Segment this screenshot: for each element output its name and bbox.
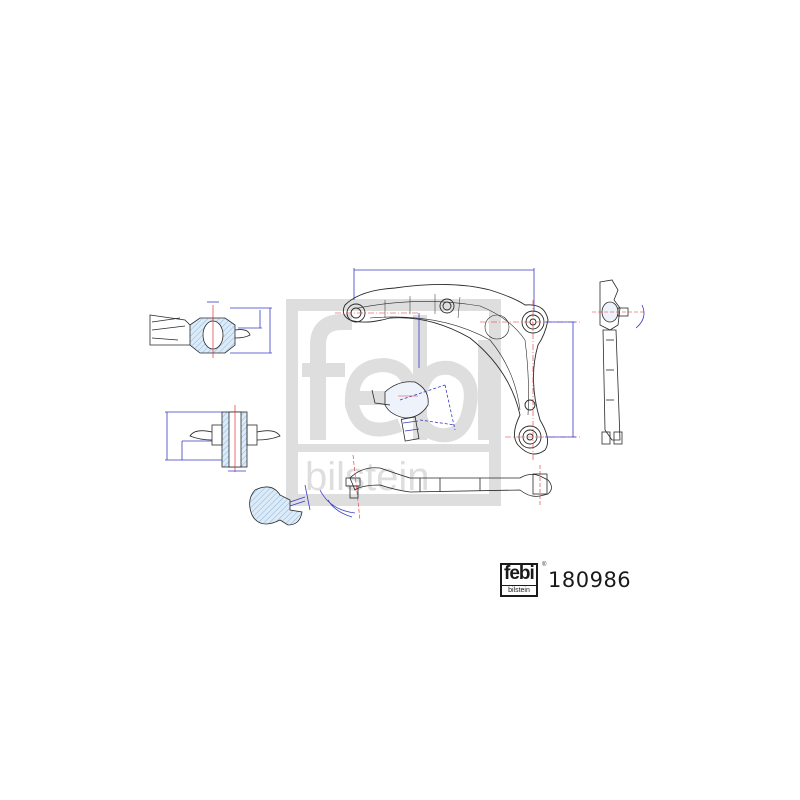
febi-bilstein-logo: febi bilstein ® [500, 562, 546, 597]
bushing-cut-detail [249, 484, 356, 526]
part-number: 180986 [548, 568, 632, 592]
ball-joint-detail [371, 381, 456, 442]
watermark-logo: bilstein [286, 299, 501, 506]
bushing-section-view-mid [165, 405, 281, 472]
registered-mark: ® [542, 562, 547, 568]
control-arm-top-view [342, 284, 549, 455]
watermark-bilstein-text: bilstein [305, 455, 430, 499]
centerlines [335, 300, 580, 460]
dimension-lines [353, 268, 576, 438]
bushing-section-view-top [149, 301, 272, 358]
control-arm-side-view [327, 454, 552, 521]
logo-bilstein-text: bilstein [502, 585, 536, 595]
logo-febi-text: febi [504, 563, 535, 584]
control-arm-end-view [592, 279, 645, 445]
product-brand: febi bilstein ® 180986 [500, 562, 632, 597]
